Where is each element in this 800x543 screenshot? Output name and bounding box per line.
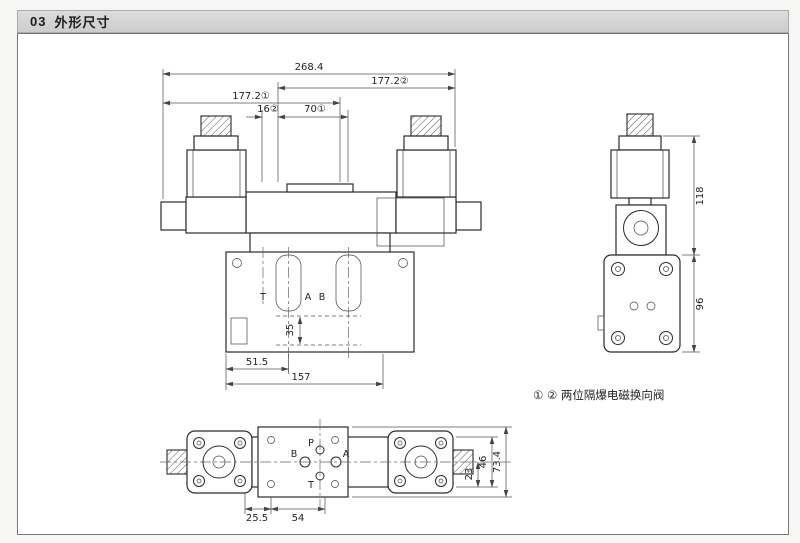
front-manifold-details: [230, 247, 408, 358]
side-knob-inner: [633, 220, 649, 236]
front-left-cap: [193, 135, 239, 151]
front-center-boss: [286, 183, 354, 193]
dim-70: 70①: [304, 104, 326, 115]
section-number: 03: [30, 14, 47, 29]
front-right-cable-gland: [410, 115, 442, 137]
section-header: 03 外形尺寸: [17, 10, 789, 33]
plan-port-t: [315, 471, 325, 481]
plan-port-b: [299, 456, 311, 468]
dim-16: 16②: [257, 104, 279, 115]
front-right-end-block: [455, 201, 482, 231]
plan-port-label-a: A: [343, 449, 350, 460]
front-valve-body: [245, 191, 397, 234]
plan-port-label-b: B: [291, 449, 298, 460]
dim-157: 157: [291, 372, 310, 383]
side-flange: [603, 254, 681, 353]
front-left-end-block: [160, 201, 187, 231]
front-right-cap: [403, 135, 449, 151]
front-port-label-t: T: [259, 292, 266, 303]
side-neck: [628, 197, 652, 206]
front-port-label-a: A: [305, 292, 312, 303]
dim-width-1: 177.2①: [232, 91, 270, 102]
side-cap: [618, 135, 662, 151]
plan-port-p: [315, 445, 325, 455]
plan-port-label-t: T: [307, 480, 314, 491]
plan-dimensions: 23 46 73.4 25.5 54: [244, 426, 512, 524]
side-upper-body: [615, 204, 667, 256]
dim-73-4: 73.4: [492, 451, 503, 473]
front-left-coil: [186, 149, 247, 198]
plan-port-label-p: P: [308, 438, 314, 449]
note-text: ① ② 两位隔爆电磁换向阀: [533, 388, 664, 402]
dim-118: 118: [695, 186, 706, 205]
side-bolt-holes: [597, 262, 673, 345]
plan-port-a: [330, 456, 342, 468]
dim-overall-width: 268.4: [295, 62, 324, 73]
front-right-coil: [396, 149, 457, 198]
dim-35: 35: [285, 324, 296, 337]
front-left-cable-gland: [200, 115, 232, 137]
front-port-label-b: B: [319, 292, 326, 303]
side-cable-gland: [626, 113, 654, 137]
front-left-solenoid-base: [185, 196, 247, 234]
front-nameplate: [376, 197, 445, 247]
plan-view: P A B T 23 46 73.4 25.5: [160, 419, 512, 524]
side-knob-outer: [623, 210, 659, 246]
front-view: T A B 268.4 177.2② 177.2① 16② 7: [160, 62, 482, 390]
front-adapter-plate: [249, 232, 391, 254]
plan-port-pattern: [267, 436, 342, 488]
front-manifold-block: [225, 251, 415, 353]
front-right-solenoid-base: [395, 196, 457, 234]
dim-23: 23: [464, 468, 475, 481]
dim-46: 46: [478, 456, 489, 469]
dim-54: 54: [292, 513, 305, 524]
side-coil: [610, 149, 670, 199]
section-title: 外形尺寸: [54, 15, 111, 30]
dim-width-2: 177.2②: [371, 76, 409, 87]
side-view: 118 96: [597, 113, 706, 353]
front-dimensions: 268.4 177.2② 177.2① 16② 70① 35 51.5: [162, 62, 456, 390]
dim-25-5: 25.5: [246, 513, 268, 524]
plan-right-solenoid-details: [394, 437, 447, 487]
dim-51-5: 51.5: [246, 357, 268, 368]
plan-left-solenoid-details: [193, 437, 246, 487]
dim-96: 96: [695, 298, 706, 311]
side-dimensions: 118 96: [663, 135, 706, 353]
